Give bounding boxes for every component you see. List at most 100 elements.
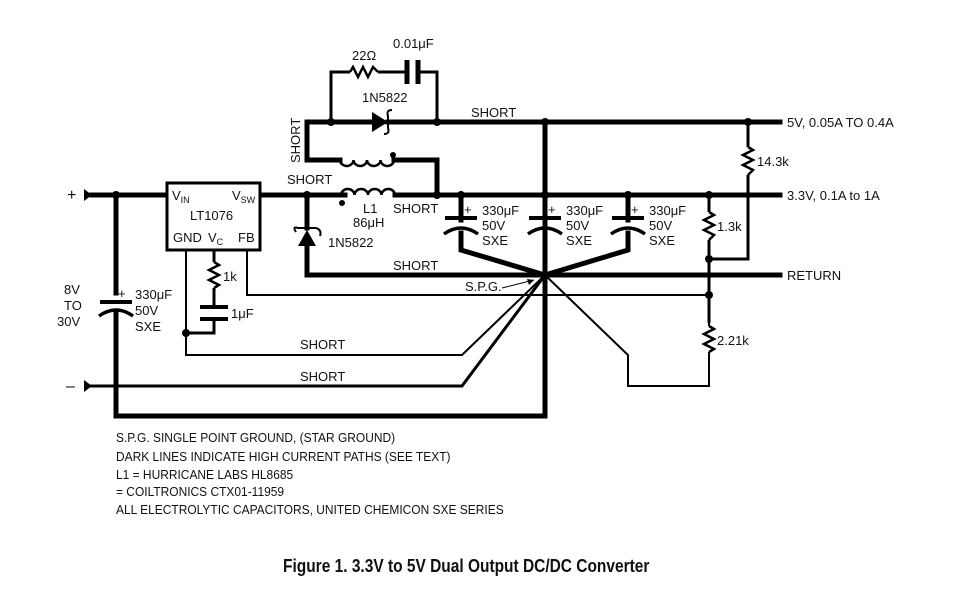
label-cap1-type: SXE xyxy=(482,233,508,248)
label-input-cap-voltage: 50V xyxy=(135,303,158,318)
resistor-2-21k xyxy=(701,324,717,354)
label-short-gnd: SHORT xyxy=(300,337,345,352)
label-short-return: SHORT xyxy=(393,258,438,273)
junction-dot xyxy=(433,118,441,126)
wire-snubber-left xyxy=(329,70,350,122)
junction-dot xyxy=(541,191,549,199)
capacitor-out-3-curved xyxy=(609,226,647,236)
label-cap3-voltage: 50V xyxy=(649,218,672,233)
junction-dot xyxy=(541,118,549,126)
label-cap3-value: 330μF xyxy=(649,203,686,218)
wire-cap3-spg xyxy=(541,230,631,279)
resistor-22-ohm xyxy=(348,64,379,80)
wire-vc-cap-gnd xyxy=(186,319,216,335)
label-input-cap-plus: + xyxy=(118,286,126,301)
diode-1n5822-bottom-bar xyxy=(293,226,322,237)
ic-name: LT1076 xyxy=(190,208,233,223)
diode-1n5822-bottom xyxy=(298,230,316,246)
wire-fb xyxy=(246,250,709,296)
spg-arrowhead xyxy=(527,279,534,285)
note-line: DARK LINES INDICATE HIGH CURRENT PATHS (… xyxy=(116,448,451,464)
label-short-vertical: SHORT xyxy=(288,118,303,163)
junction-dot xyxy=(624,191,632,199)
output-return-label: RETURN xyxy=(787,268,841,283)
label-cap2-value: 330μF xyxy=(566,203,603,218)
wire-minus-spg xyxy=(90,272,548,388)
wire-spg-divider xyxy=(544,274,710,387)
input-range-to: TO xyxy=(64,298,82,313)
output-3v3-label: 3.3V, 0.1A to 1A xyxy=(787,188,880,203)
label-cap1-value: 330μF xyxy=(482,203,519,218)
junction-dot xyxy=(327,118,335,126)
label-cap3-plus: + xyxy=(631,202,639,217)
label-1uf: 1μF xyxy=(231,306,254,321)
capacitor-out-2-curved xyxy=(526,226,564,236)
resistor-14-3k xyxy=(740,145,756,176)
label-spg: S.P.G. xyxy=(465,279,502,294)
junction-dot xyxy=(182,329,190,337)
wire-14-3k-bottom xyxy=(709,175,750,261)
figure-caption: Figure 1. 3.3V to 5V Dual Output DC/DC C… xyxy=(283,556,650,576)
junction-dot xyxy=(705,191,713,199)
input-minus-terminal xyxy=(84,380,92,392)
label-input-cap-value: 330μF xyxy=(135,287,172,302)
label-cap2-plus: + xyxy=(548,202,556,217)
label-l1: L1 xyxy=(363,201,377,216)
inductor-l1-secondary xyxy=(338,159,396,168)
label-14-3k: 14.3k xyxy=(757,154,789,169)
diode-1n5822-top-bar xyxy=(383,109,393,135)
ic-pin-fb: FB xyxy=(238,230,255,245)
capacitor-out-1-curved xyxy=(442,226,480,236)
ic-pin-vin: VIN xyxy=(172,188,190,205)
junction-dot xyxy=(303,191,311,199)
label-22-ohm: 22Ω xyxy=(352,48,376,63)
input-range-8v: 8V xyxy=(64,282,80,297)
ic-pin-gnd: GND xyxy=(173,230,202,245)
junction-dot xyxy=(744,118,752,126)
output-5v-label: 5V, 0.05A TO 0.4A xyxy=(787,115,894,130)
junction-dot xyxy=(112,191,120,199)
label-1k: 1k xyxy=(223,269,237,284)
label-short-vsw: SHORT xyxy=(287,172,332,187)
note-line: L1 = HURRICANE LABS HL8685 xyxy=(116,467,294,482)
label-cap2-voltage: 50V xyxy=(566,218,589,233)
note-line: = COILTRONICS CTX01-11959 xyxy=(116,483,285,499)
junction-dot xyxy=(433,191,441,199)
lt1076-ic xyxy=(165,181,262,252)
label-cap1-voltage: 50V xyxy=(482,218,505,233)
label-short-5v: SHORT xyxy=(471,105,516,120)
input-plus-terminal xyxy=(84,189,92,201)
label-input-cap-type: SXE xyxy=(135,319,161,334)
label-short-inductor: SHORT xyxy=(393,201,438,216)
wire-gnd-spg xyxy=(185,250,546,356)
capacitor-input-curved-plate xyxy=(97,308,135,318)
input-range-30v: 30V xyxy=(57,314,80,329)
diode-1n5822-top xyxy=(372,112,388,132)
inductor-primary-dot xyxy=(339,200,345,206)
input-minus-label: – xyxy=(66,378,75,395)
ic-pin-vc: VC xyxy=(208,230,224,247)
note-line: ALL ELECTROLYTIC CAPACITORS, UNITED CHEM… xyxy=(116,502,504,517)
figure-notes: S.P.G. SINGLE POINT GROUND, (STAR GROUND… xyxy=(116,429,504,520)
resistor-1-3k xyxy=(701,210,717,241)
ic-pin-vsw: VSW xyxy=(232,188,256,205)
note-line: S.P.G. SINGLE POINT GROUND, (STAR GROUND… xyxy=(116,430,396,445)
label-2-21k: 2.21k xyxy=(717,333,749,348)
resistor-1k xyxy=(206,260,222,290)
junction-dot xyxy=(457,191,465,199)
label-1-3k: 1.3k xyxy=(717,219,742,234)
label-cap1-plus: + xyxy=(464,202,472,217)
label-0-01uf: 0.01μF xyxy=(393,36,434,51)
inductor-secondary-dot xyxy=(390,152,396,158)
wire-cap1-spg xyxy=(458,230,549,279)
junction-dots xyxy=(112,118,752,337)
label-86uh: 86μH xyxy=(353,215,384,230)
junction-dot xyxy=(705,291,713,299)
label-diode-bottom: 1N5822 xyxy=(328,235,374,250)
input-plus-label: + xyxy=(67,187,76,204)
label-short-minus: SHORT xyxy=(300,369,345,384)
inductor-l1-primary xyxy=(339,187,397,196)
label-diode-top: 1N5822 xyxy=(362,90,408,105)
label-cap2-type: SXE xyxy=(566,233,592,248)
